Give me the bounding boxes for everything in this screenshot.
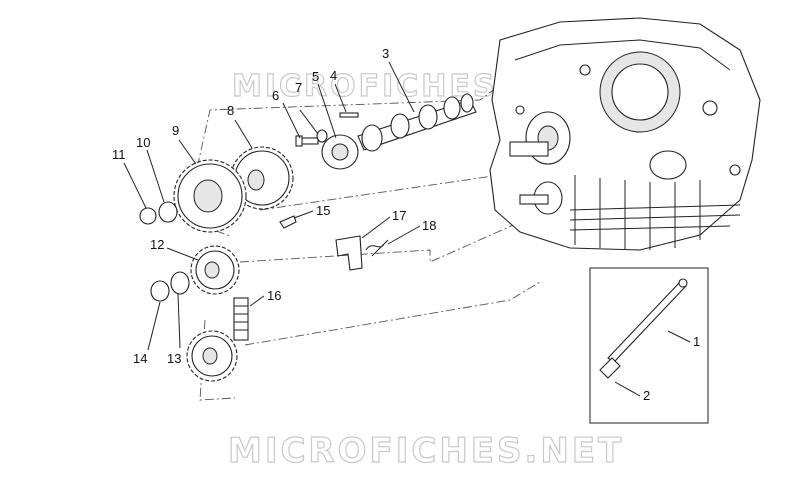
callout-6: 6 (272, 88, 279, 103)
pump-gear-washer (170, 271, 190, 295)
callout-9: 9 (172, 123, 179, 138)
callout-7: 7 (295, 80, 302, 95)
callout-10: 10 (136, 135, 150, 150)
pump-gear-nut (150, 280, 170, 302)
woodruff-key (279, 215, 297, 229)
callout-1: 1 (693, 334, 700, 349)
callout-5: 5 (312, 69, 319, 84)
callout-11: 11 (112, 147, 126, 162)
crankcase (489, 17, 761, 251)
pump-gear (190, 245, 240, 295)
alignment-lines (189, 84, 541, 401)
callout-13: 13 (167, 351, 181, 366)
inset-box (589, 267, 709, 424)
camshaft (357, 93, 477, 152)
camshaft-gear (230, 146, 294, 210)
camshaft-flange (321, 134, 359, 170)
watermark-bottom: MICROFICHES.NET (228, 431, 624, 471)
screw-washer (316, 129, 328, 143)
callout-16: 16 (267, 288, 281, 303)
tensioner-spring (365, 239, 389, 257)
callout-4: 4 (330, 68, 337, 83)
callout-8: 8 (227, 103, 234, 118)
tensioner-bracket (335, 235, 363, 271)
intermediate-gear (173, 159, 247, 233)
leader-lines (123, 61, 691, 397)
crankshaft-gear (186, 330, 238, 382)
callout-2: 2 (643, 388, 650, 403)
timing-chain (233, 297, 249, 341)
callout-14: 14 (133, 351, 147, 366)
callout-12: 12 (150, 237, 164, 252)
callout-17: 17 (392, 208, 406, 223)
callout-18: 18 (422, 218, 436, 233)
gear-washer (158, 201, 178, 223)
rod-end (599, 357, 621, 379)
dowel-pin (339, 112, 359, 118)
callout-15: 15 (316, 203, 330, 218)
gear-nut (139, 207, 157, 225)
callout-3: 3 (382, 46, 389, 61)
